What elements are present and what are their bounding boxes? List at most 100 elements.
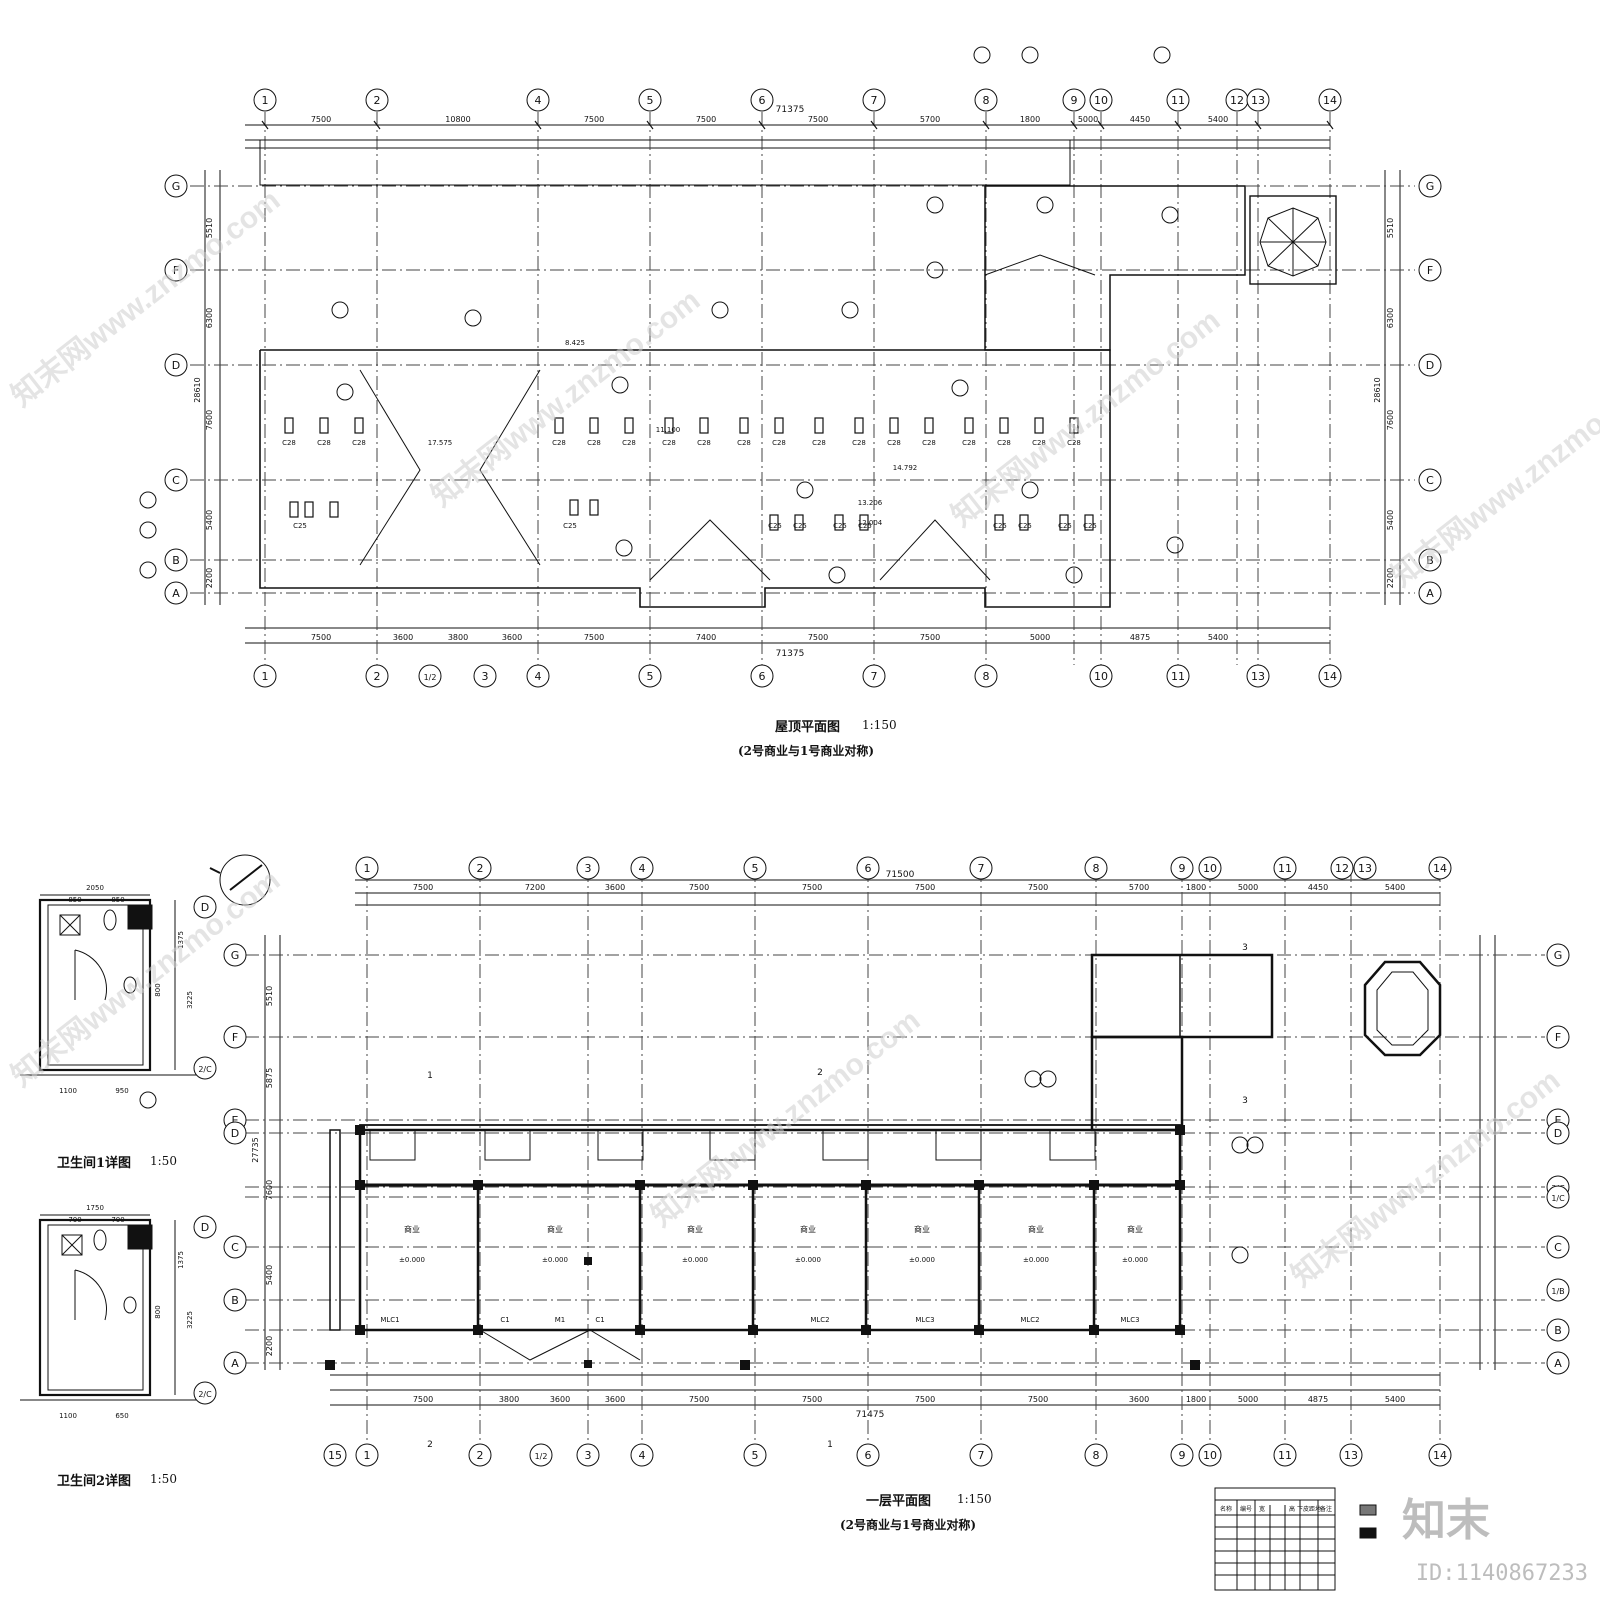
floor-bottom-axis-bubble <box>355 1443 379 1467</box>
floor-side-dim-left: 5875 <box>265 1068 274 1088</box>
roof-row-axis-left-label: D <box>172 359 180 372</box>
toilet-1-dim: 850 <box>111 896 124 904</box>
floor-row-axis-left-bubble <box>223 1351 247 1375</box>
floor-top-axis-label: 2 <box>477 862 484 875</box>
floor-row-axis-right-label: A <box>1554 1357 1562 1370</box>
roof-top-axis-bubble <box>365 88 389 112</box>
floor-top-span-dim: 7200 <box>525 883 545 892</box>
floor-row-axis-right-bubble <box>1546 1278 1570 1302</box>
floor-row-axis-left-label: G <box>231 949 240 962</box>
floor-bottom-span-dim: 5000 <box>1238 1395 1258 1404</box>
toilet-1-dim: 950 <box>115 1087 128 1095</box>
roof-top-axis-bubble <box>526 88 550 112</box>
roof-window-label-c25: C25 <box>293 522 307 530</box>
roof-bottom-axis-bubble <box>473 664 497 688</box>
roof-bottom-axis-bubble <box>862 664 886 688</box>
roof-top-axis-bubble <box>974 88 998 112</box>
floor-top-axis-bubble <box>1353 856 1377 880</box>
floor-level-label: ±0.000 <box>909 1256 935 1264</box>
floor-bottom-axis-bubble <box>1273 1443 1297 1467</box>
floor-bottom-span-dim: 7500 <box>413 1395 433 1404</box>
roof-top-axis-bubble <box>1062 88 1086 112</box>
roof-bottom-axis-bubble <box>974 664 998 688</box>
floor-row-axis-right-label: D <box>1554 1127 1562 1140</box>
floor-top-axis-bubble <box>630 856 654 880</box>
floor-bottom-axis-bubble <box>743 1443 767 1467</box>
floor-row-axis-right-bubble <box>1546 1121 1570 1145</box>
toilet-2-detail-drawing <box>20 1214 200 1401</box>
roof-window-label-c28: C28 <box>962 439 976 447</box>
roof-row-axis-left-label: F <box>173 264 179 277</box>
floor-side-dim-left: 5510 <box>265 986 274 1006</box>
room-label: 商业 <box>404 1224 420 1234</box>
floor-top-axis-bubble <box>969 856 993 880</box>
roof-window-label-c28: C28 <box>772 439 786 447</box>
roof-elevation-label: 14.792 <box>893 464 918 472</box>
roof-plan-title: 屋顶平面图 <box>775 720 841 735</box>
toilet-1-dim: 3225 <box>186 991 194 1009</box>
roof-top-axis-bubble <box>1246 88 1270 112</box>
schedule-table-header: 宽 <box>1259 1505 1265 1513</box>
roof-elevation-label: 11.100 <box>656 426 681 434</box>
floor-top-axis-label: 14 <box>1433 862 1447 875</box>
toilet-1-axis-bubble <box>193 1056 217 1080</box>
floor-row-axis-right-bubble <box>1546 1185 1570 1209</box>
roof-elevation-label: 8.425 <box>565 339 585 347</box>
roof-row-axis-right-label: C <box>1426 474 1434 487</box>
floor-bottom-axis-bubble <box>856 1443 880 1467</box>
roof-top-span-dim: 7500 <box>311 115 331 124</box>
floor-bottom-axis-label: 6 <box>865 1449 872 1462</box>
roof-bottom-axis-label: 3 <box>482 670 489 683</box>
roof-window-label-c25: C25 <box>1018 522 1032 530</box>
floor-top-axis-label: 8 <box>1093 862 1100 875</box>
roof-window-label-c25: C25 <box>768 522 782 530</box>
roof-total-dim: 71375 <box>776 105 805 115</box>
floor-bottom-axis-label: 15 <box>328 1449 342 1462</box>
roof-bottom-axis-label: 1 <box>262 670 269 683</box>
toilet-2-dim: 700 <box>111 1216 124 1224</box>
roof-bottom-axis-label: 4 <box>535 670 542 683</box>
roof-plan-scale: 1:150 <box>862 718 897 732</box>
toilet-2-axis-label: D <box>201 1221 209 1234</box>
roof-row-axis-right-label: A <box>1426 587 1434 600</box>
floor-row-axis-right-label: E <box>1555 1114 1562 1127</box>
toilet-1-dim: 850 <box>68 896 81 904</box>
floor-top-span-dim: 7500 <box>413 883 433 892</box>
floor-bottom-axis-label: 11 <box>1278 1449 1292 1462</box>
floor-bottom-axis-label: 10 <box>1203 1449 1217 1462</box>
roof-window-label-c28: C28 <box>1032 439 1046 447</box>
schedule-table-header: 高 <box>1289 1505 1295 1513</box>
toilet-1-axis-label: D <box>201 901 209 914</box>
roof-top-axis-label: 10 <box>1094 94 1108 107</box>
roof-window-label-c28: C28 <box>552 439 566 447</box>
roof-side-dim-left: 5400 <box>205 510 214 530</box>
floor-top-axis-bubble <box>1330 856 1354 880</box>
floor-bottom-span-dim: 4875 <box>1308 1395 1328 1404</box>
floor-side-dim-left: 7600 <box>265 1180 274 1200</box>
floor-bottom-axis-bubble <box>1339 1443 1363 1467</box>
toilet-1-detail-drawing <box>20 894 200 1109</box>
roof-total-depth: 28610 <box>193 377 202 402</box>
floor-side-dim-left: 5400 <box>265 1265 274 1285</box>
roof-top-axis-label: 14 <box>1323 94 1337 107</box>
roof-side-dim-right: 7600 <box>1386 410 1395 430</box>
roof-side-dim-left: 7600 <box>205 410 214 430</box>
roof-row-axis-left-bubble <box>164 258 188 282</box>
floor-row-axis-left-label: D <box>231 1127 239 1140</box>
floor-bottom-axis-label: 3 <box>585 1449 592 1462</box>
floor-top-axis-label: 9 <box>1179 862 1186 875</box>
floor-row-axis-right-label: F <box>1555 1031 1561 1044</box>
toilet-2-dim: 800 <box>154 1305 162 1318</box>
roof-top-axis-label: 12 <box>1230 94 1244 107</box>
floor-bottom-axis-bubble <box>468 1443 492 1467</box>
roof-window-label-c28: C28 <box>887 439 901 447</box>
floor-bottom-axis-bubble <box>1084 1443 1108 1467</box>
toilet-1-axis-label: 2/C <box>198 1065 212 1074</box>
toilet-1-axis-bubble <box>193 895 217 919</box>
roof-window-label-c25: C25 <box>993 522 1007 530</box>
floor-top-span-dim: 5000 <box>1238 883 1258 892</box>
